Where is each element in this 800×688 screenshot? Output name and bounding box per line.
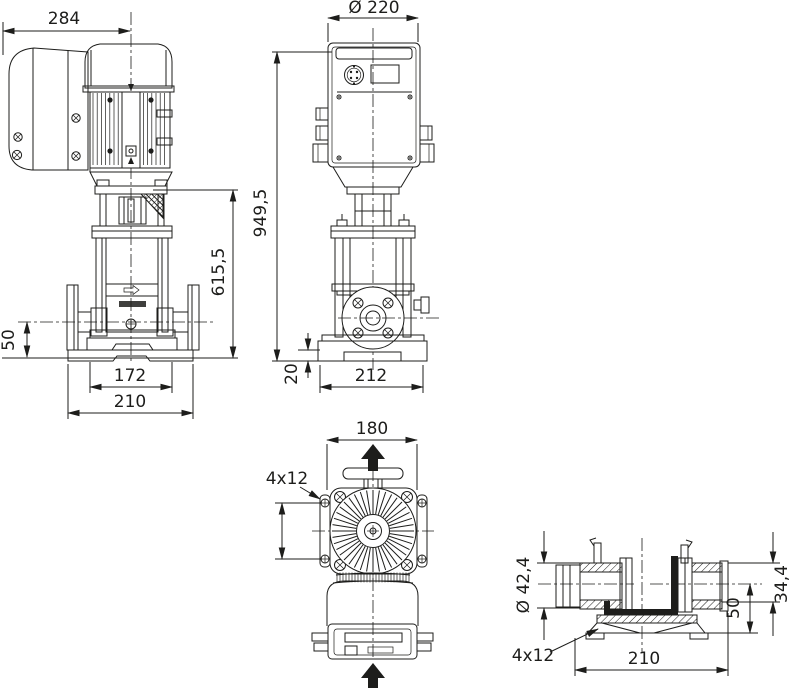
flow-direction-arrow [361, 663, 385, 688]
dim-pipe-diameter: Ø 42,4 [514, 531, 580, 640]
front-view: Ø 220 949,5 20 212 [251, 0, 440, 393]
dim-pipe-center-height: 50 [700, 583, 758, 634]
dim-base-depth: 212 [319, 365, 424, 393]
fan-top [329, 487, 417, 575]
flow-marker-icon [123, 284, 140, 296]
dim-base-width: 210 [67, 364, 194, 419]
port-flange-front [338, 286, 440, 350]
side-view: 284 615,5 50 172 210 [0, 9, 238, 419]
cable-gland-icon [312, 107, 435, 163]
dim-label: 4x12 [266, 469, 309, 489]
screw-icon [11, 113, 81, 161]
dim-bolt-slots: 4x12 [512, 628, 599, 666]
base-section-view: Ø 42,4 34,4 50 4x12 210 [512, 531, 792, 676]
dim-label: 172 [114, 366, 146, 386]
dim-flange-square: 180 [326, 419, 418, 490]
display [370, 64, 400, 84]
cable-gland-icon [311, 632, 434, 652]
dim-base-plate-thickness: 20 [282, 333, 320, 385]
top-view: 180 4x12 [266, 419, 434, 688]
dim-label: 210 [628, 649, 660, 669]
dim-label: 212 [355, 366, 387, 386]
dim-label: 34,4 [772, 565, 792, 603]
dim-label: 50 [724, 597, 744, 619]
dim-label: 180 [356, 419, 388, 439]
dim-overall-height: 949,5 [251, 51, 332, 362]
alignment-arrow-icon [128, 84, 134, 91]
dim-label: 284 [48, 9, 80, 29]
clamp-icon [680, 539, 693, 564]
flange-bolt-icon [320, 491, 427, 571]
plug-connector-icon [344, 65, 364, 85]
clamp-icon [589, 537, 602, 564]
dim-label: 615,5 [209, 248, 229, 297]
dim-port-flange-span: 172 [89, 362, 173, 393]
alignment-arrow-icon [128, 157, 134, 164]
dim-height-to-lantern: 615,5 [153, 189, 238, 359]
dim-motor-diameter: Ø 220 [327, 0, 419, 42]
flow-direction-arrow [361, 444, 385, 471]
dim-label: Ø 220 [348, 0, 399, 18]
dim-bolt-spacing [275, 502, 322, 560]
flange-bolt-icon [352, 297, 394, 339]
dim-label: 20 [282, 363, 302, 385]
dim-bolt-slots: 4x12 [266, 469, 321, 500]
dim-label: 949,5 [251, 189, 271, 238]
dim-port-center-height: 50 [0, 321, 31, 358]
dim-label: 4x12 [512, 646, 555, 666]
dim-label: 210 [114, 392, 146, 412]
dim-label: Ø 42,4 [514, 557, 534, 614]
nameplate [119, 301, 146, 307]
dim-overall-depth: 284 [2, 9, 131, 55]
screw-icon [336, 94, 413, 161]
dim-label: 50 [0, 329, 19, 351]
dim-base-length: 210 [574, 613, 729, 676]
